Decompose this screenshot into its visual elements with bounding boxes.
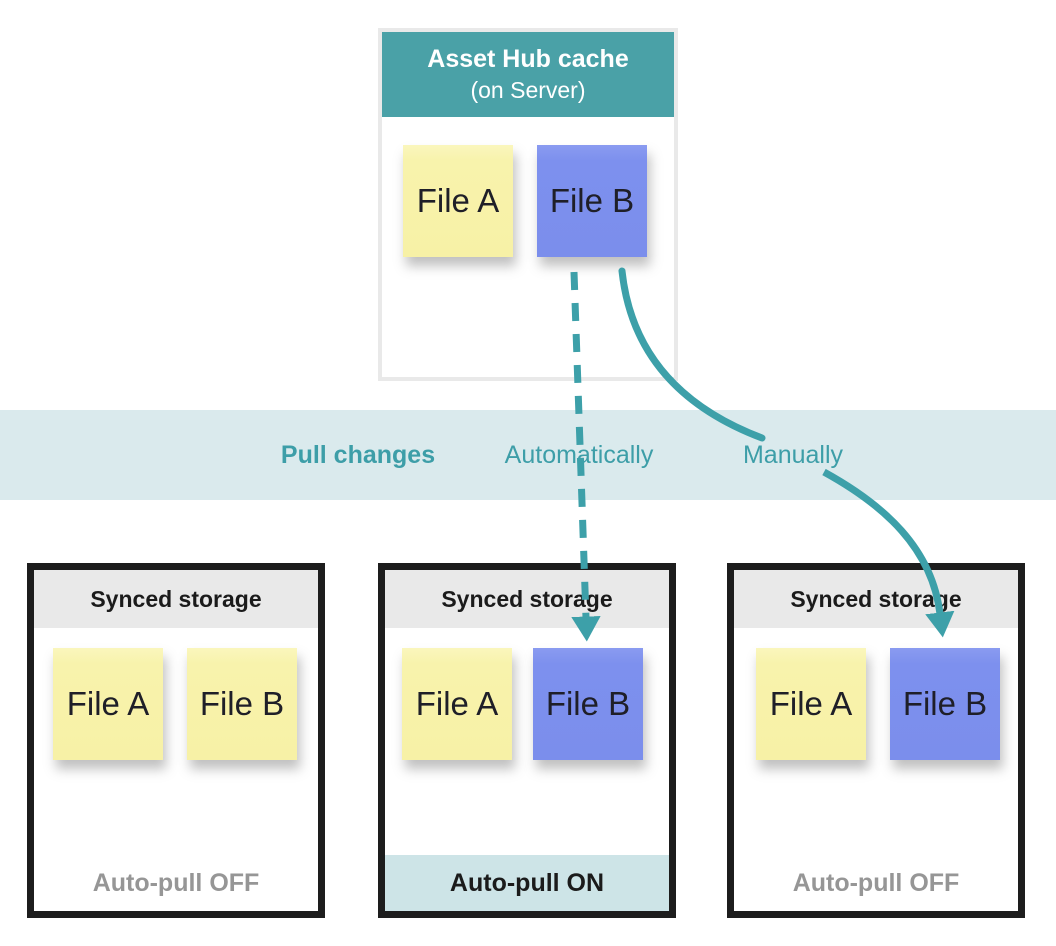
storage-3-header: Synced storage: [734, 570, 1018, 628]
cache-file-b-note: File B: [537, 145, 647, 257]
storage-1-file-b-label: File B: [199, 685, 285, 722]
manually-label: Manually: [742, 440, 844, 469]
storage-1-header: Synced storage: [34, 570, 318, 628]
storage-2-footer: Auto-pull ON: [385, 855, 669, 911]
storage-3-file-b-label: File B: [902, 685, 988, 722]
storage-3-footer: Auto-pull OFF: [792, 868, 960, 897]
storage-2-file-b-label: File B: [545, 685, 631, 722]
storage-1-footer: Auto-pull OFF: [92, 868, 260, 897]
automatically-label: Automatically: [504, 440, 654, 469]
cache-file-a-note: File A: [403, 145, 513, 257]
storage-3-file-a-label: File A: [769, 685, 853, 722]
storage-1-file-b-note: File B: [187, 648, 297, 760]
storage-2-file-a-label: File A: [415, 685, 499, 722]
cache-title: Asset Hub cache: [427, 45, 629, 74]
storage-1-file-a-label: File A: [66, 685, 150, 722]
storage-3-file-b-note: File B: [890, 648, 1000, 760]
storage-1-file-a-note: File A: [53, 648, 163, 760]
cache-file-b-label: File B: [549, 182, 635, 219]
storage-2-file-a-note: File A: [402, 648, 512, 760]
cache-file-a-label: File A: [416, 182, 500, 219]
storage-3-file-a-note: File A: [756, 648, 866, 760]
storage-2-file-b-note: File B: [533, 648, 643, 760]
storage-2-header: Synced storage: [385, 570, 669, 628]
pull-changes-title: Pull changes: [280, 440, 436, 469]
cache-subtitle: (on Server): [470, 77, 586, 104]
pull-changes-band: Pull changes Automatically Manually: [0, 410, 1056, 500]
cache-header: Asset Hub cache (on Server): [382, 32, 674, 117]
